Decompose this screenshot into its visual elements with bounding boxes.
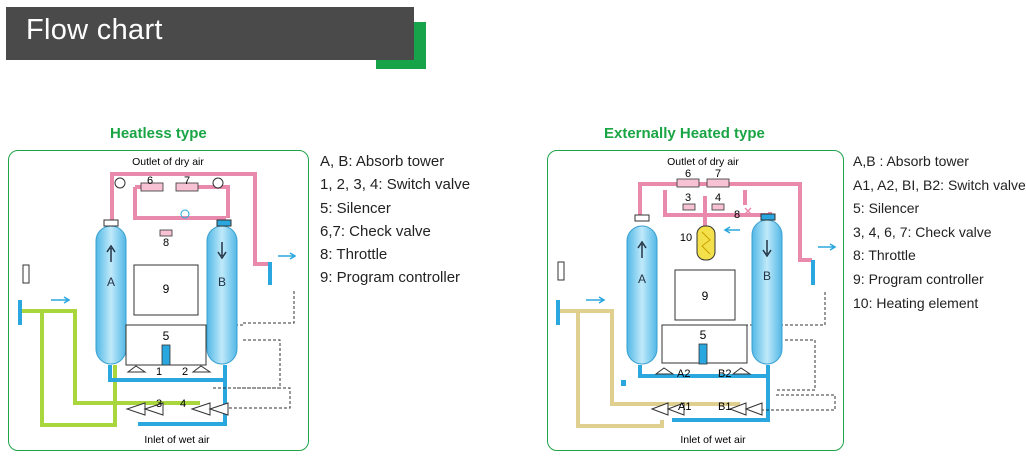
right-legend-item: 10: Heating element bbox=[853, 294, 979, 311]
right-controller-label: 9 bbox=[702, 289, 709, 303]
left-valve-2-label: 2 bbox=[182, 366, 188, 378]
right-tower-a-label: A bbox=[638, 272, 646, 286]
right-tower-b-label: B bbox=[763, 269, 771, 283]
left-inlet-sensor bbox=[22, 264, 30, 284]
right-legend: A,B : Absorb tower A1, A2, BI, B2: Switc… bbox=[853, 150, 1026, 315]
right-check-7-label: 7 bbox=[715, 168, 721, 180]
right-valve-b1-label: B1 bbox=[718, 401, 731, 413]
left-tower-b-cap bbox=[216, 219, 232, 227]
left-diagram: A B 9 5 6 7 8 1 2 3 4 O bbox=[18, 156, 297, 446]
left-tower-b-label: B bbox=[218, 275, 226, 289]
left-down-arrow-icon bbox=[217, 242, 227, 260]
right-legend-item: 9: Program controller bbox=[853, 270, 984, 287]
right-up-arrow-icon bbox=[637, 240, 647, 258]
right-outlet-label: Outlet of dry air bbox=[667, 156, 739, 168]
right-heater-label: 10 bbox=[680, 232, 692, 244]
right-inlet-sensor bbox=[557, 261, 565, 281]
left-legend-item: 1, 2, 3, 4: Switch valve bbox=[320, 176, 471, 194]
right-inlet-label: Inlet of wet air bbox=[680, 434, 746, 446]
right-blue-pipe bbox=[556, 260, 815, 422]
left-check-6-label: 6 bbox=[147, 175, 153, 187]
left-silencer bbox=[161, 344, 171, 366]
left-inlet-arrow-icon bbox=[51, 296, 71, 304]
right-wet-air-pipe bbox=[560, 309, 740, 428]
left-throttle-label: 8 bbox=[163, 237, 169, 249]
right-check-valve-4 bbox=[711, 203, 725, 211]
right-inlet-arrow-icon bbox=[586, 296, 606, 304]
right-check-valve-6 bbox=[676, 178, 700, 188]
right-legend-item: A1, A2, BI, B2: Switch valve bbox=[853, 176, 1026, 193]
left-legend-item: 6,7: Check valve bbox=[320, 222, 431, 240]
right-check-valve-3 bbox=[682, 203, 696, 211]
left-inlet-label: Inlet of wet air bbox=[144, 434, 210, 446]
left-legend-item: 8: Throttle bbox=[320, 246, 388, 264]
right-program-controller bbox=[674, 269, 736, 321]
right-outlet-arrow-icon bbox=[818, 243, 837, 251]
right-check-4-label: 4 bbox=[715, 192, 721, 204]
right-check-3-label: 3 bbox=[685, 192, 691, 204]
left-pressure-gauge-icon bbox=[212, 177, 224, 189]
right-throttle-label: 8 bbox=[734, 209, 740, 221]
left-pressure-gauge-icon bbox=[180, 209, 190, 219]
left-switch-valves bbox=[125, 365, 229, 416]
right-check-valve-7 bbox=[706, 178, 730, 188]
left-legend-item: 5: Silencer bbox=[320, 199, 391, 217]
right-legend-item: 5: Silencer bbox=[853, 200, 920, 217]
right-dry-air-pipe bbox=[638, 182, 812, 262]
left-outlet-label: Outlet of dry air bbox=[132, 156, 204, 168]
header-bar bbox=[6, 7, 414, 60]
right-valve-a1-label: A1 bbox=[678, 401, 691, 413]
left-valve-1-label: 1 bbox=[156, 366, 162, 378]
right-tower-a bbox=[626, 225, 658, 365]
left-tower-a-cap bbox=[103, 219, 119, 227]
left-check-valve-6 bbox=[140, 182, 164, 192]
left-up-arrow-icon bbox=[106, 244, 116, 262]
right-legend-item: 8: Throttle bbox=[853, 247, 916, 264]
page-title: Flow chart bbox=[26, 14, 163, 46]
left-valve-3-label: 3 bbox=[156, 398, 162, 410]
right-check-6-label: 6 bbox=[685, 168, 691, 180]
left-outlet-arrow-icon bbox=[278, 252, 297, 260]
left-valve-4-label: 4 bbox=[180, 398, 186, 410]
right-throttle bbox=[744, 207, 752, 215]
right-down-arrow-icon bbox=[762, 240, 772, 258]
right-tower-b-cap bbox=[760, 213, 776, 221]
left-check-valve-7 bbox=[175, 182, 199, 192]
left-legend: A, B: Absorb tower 1, 2, 3, 4: Switch va… bbox=[320, 150, 470, 290]
left-controller-label: 9 bbox=[163, 282, 170, 296]
left-pressure-gauge-icon bbox=[114, 177, 126, 189]
left-section-title: Heatless type bbox=[110, 125, 207, 142]
left-legend-item: A, B: Absorb tower bbox=[320, 153, 445, 170]
left-blue-pipe bbox=[18, 220, 272, 426]
right-heater-arrow-icon bbox=[723, 226, 740, 234]
right-silencer bbox=[698, 343, 708, 365]
left-program-controller bbox=[133, 264, 199, 316]
left-legend-item: 9: Program controller bbox=[320, 269, 461, 287]
left-check-7-label: 7 bbox=[184, 175, 190, 187]
right-tower-a-cap bbox=[634, 214, 650, 222]
left-wet-air-pipe bbox=[20, 309, 200, 427]
right-valve-b2-label: B2 bbox=[718, 368, 731, 380]
right-heater-coil-icon bbox=[701, 231, 711, 255]
right-switch-valves bbox=[650, 367, 763, 416]
right-legend-item: A,B : Absorb tower bbox=[853, 153, 969, 169]
left-control-lines bbox=[125, 290, 295, 409]
left-tower-a-label: A bbox=[107, 275, 115, 289]
right-diagram: A B 10 9 5 6 7 3 4 8 A2 B2 A1 bbox=[556, 156, 837, 446]
left-silencer-label: 5 bbox=[163, 329, 170, 343]
right-legend-item: 3, 4, 6, 7: Check valve bbox=[853, 223, 992, 240]
right-section-title: Externally Heated type bbox=[604, 125, 765, 142]
right-valve-a2-label: A2 bbox=[677, 368, 690, 380]
left-throttle bbox=[159, 229, 173, 237]
right-silencer-label: 5 bbox=[700, 328, 707, 342]
right-drain-marker bbox=[621, 380, 626, 386]
